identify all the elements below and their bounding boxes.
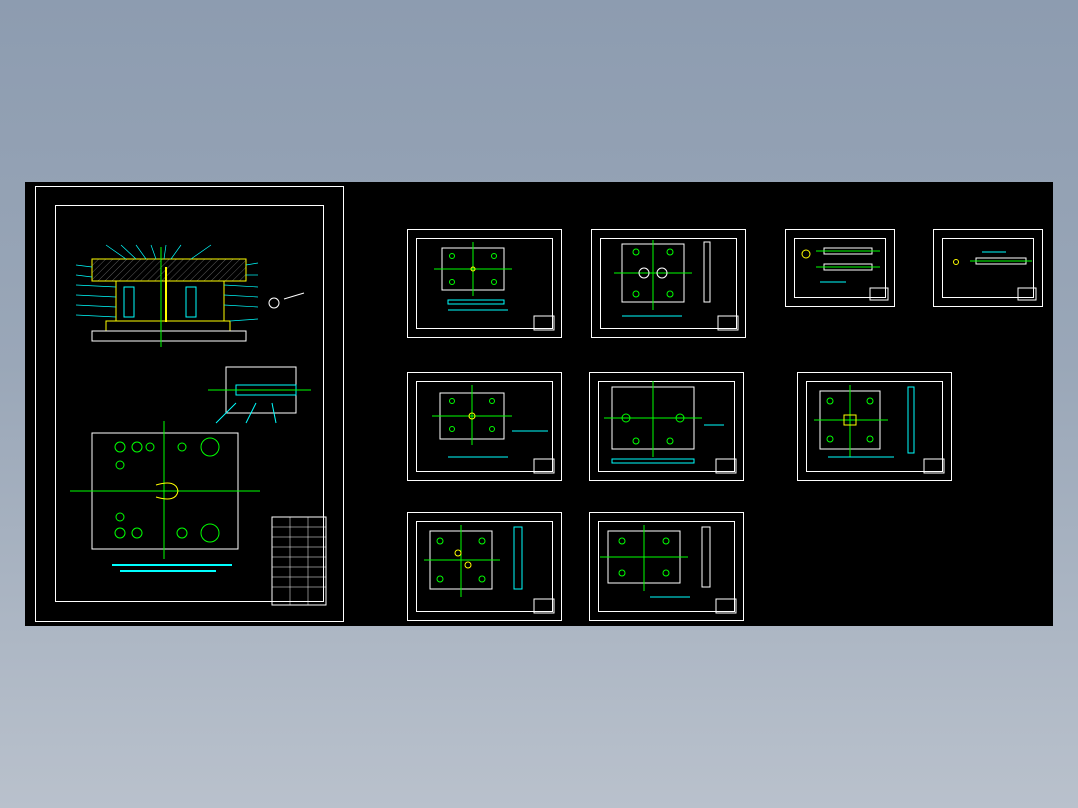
part-sheet-border	[794, 238, 886, 298]
part-sheet-6[interactable]	[589, 372, 744, 481]
part-drawing-graphics	[434, 242, 555, 331]
part-sheet-4[interactable]	[933, 229, 1043, 307]
part-drawing-graphics	[953, 251, 1037, 301]
part-sheet-border	[598, 521, 735, 612]
assembly-drawing-graphics	[70, 244, 327, 606]
part-drawing-graphics	[614, 240, 739, 331]
part-drawing-graphics	[600, 525, 737, 614]
part-sheet-5[interactable]	[407, 372, 562, 481]
part-sheet-2[interactable]	[591, 229, 746, 338]
cad-drawing-canvas[interactable]	[25, 182, 1053, 626]
part-sheet-border	[416, 521, 553, 612]
part-drawing-graphics	[424, 525, 555, 614]
part-sheet-border	[600, 238, 737, 329]
assembly-sheet[interactable]	[35, 186, 344, 622]
part-sheet-8[interactable]	[407, 512, 562, 621]
part-sheet-7[interactable]	[797, 372, 952, 481]
part-drawing-graphics	[814, 385, 945, 474]
part-sheet-9[interactable]	[589, 512, 744, 621]
part-drawing-graphics	[604, 381, 737, 474]
assembly-sheet-border	[55, 205, 324, 602]
part-sheet-border	[416, 381, 553, 472]
part-sheet-1[interactable]	[407, 229, 562, 338]
part-sheet-border	[598, 381, 735, 472]
part-sheet-border	[942, 238, 1034, 298]
part-sheet-border	[806, 381, 943, 472]
part-sheet-3[interactable]	[785, 229, 895, 307]
part-drawing-graphics	[801, 247, 889, 301]
part-sheet-border	[416, 238, 553, 329]
part-drawing-graphics	[432, 385, 555, 474]
